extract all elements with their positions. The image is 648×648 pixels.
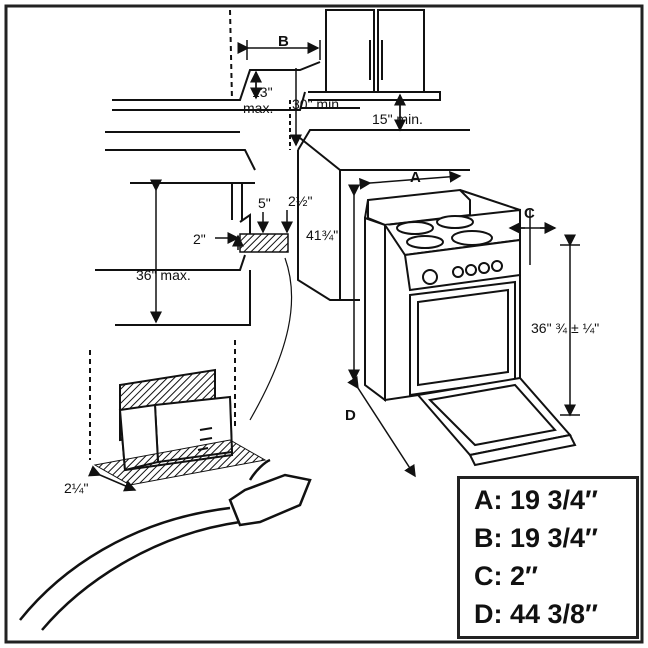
dim-label-two-inch: 2" [193,231,206,247]
upper-cabinets [112,9,441,111]
dim-label-fortyone: 41¾" [306,227,338,243]
left-counter [95,131,256,326]
legend-row-c: C: 2″ [474,561,538,591]
outlet-illustration [89,340,267,486]
dim-label-thirty-min: 30" min. [292,96,343,112]
dimension-legend: A: 19 3/4″ B: 19 3/4″ C: 2″ D: 44 3/8″ [457,476,639,639]
dim-label-d: D [345,407,356,424]
range-body [364,188,577,467]
dimension-lines [87,40,580,492]
legend-row-d: D: 44 3/8″ [474,599,598,629]
dim-label-thirteen-max: max. [243,100,273,116]
frame-border [4,4,644,644]
dim-label-fifteen-min: 15" min. [372,111,423,127]
right-counter [289,100,470,301]
dim-label-thirteen: 13" [252,84,273,100]
outlet-recess [239,213,289,253]
dim-label-five: 5" [258,195,271,211]
legend-row-b: B: 19 3/4″ [474,523,598,553]
dim-label-thirtysix-range: 36" ¾ ± ¼" [531,320,599,336]
connector-arc [249,257,293,421]
dim-label-b-top: B [278,33,289,50]
dim-label-two-quarter: 2¼" [64,480,88,496]
dim-label-two-half: 2½" [288,193,312,209]
legend-row-a: A: 19 3/4″ [474,485,598,515]
dim-label-thirtysix-max: 36" max. [136,267,191,283]
dim-label-a-top: A [410,169,421,186]
dim-label-c: C [524,205,535,222]
power-cord [19,458,312,631]
